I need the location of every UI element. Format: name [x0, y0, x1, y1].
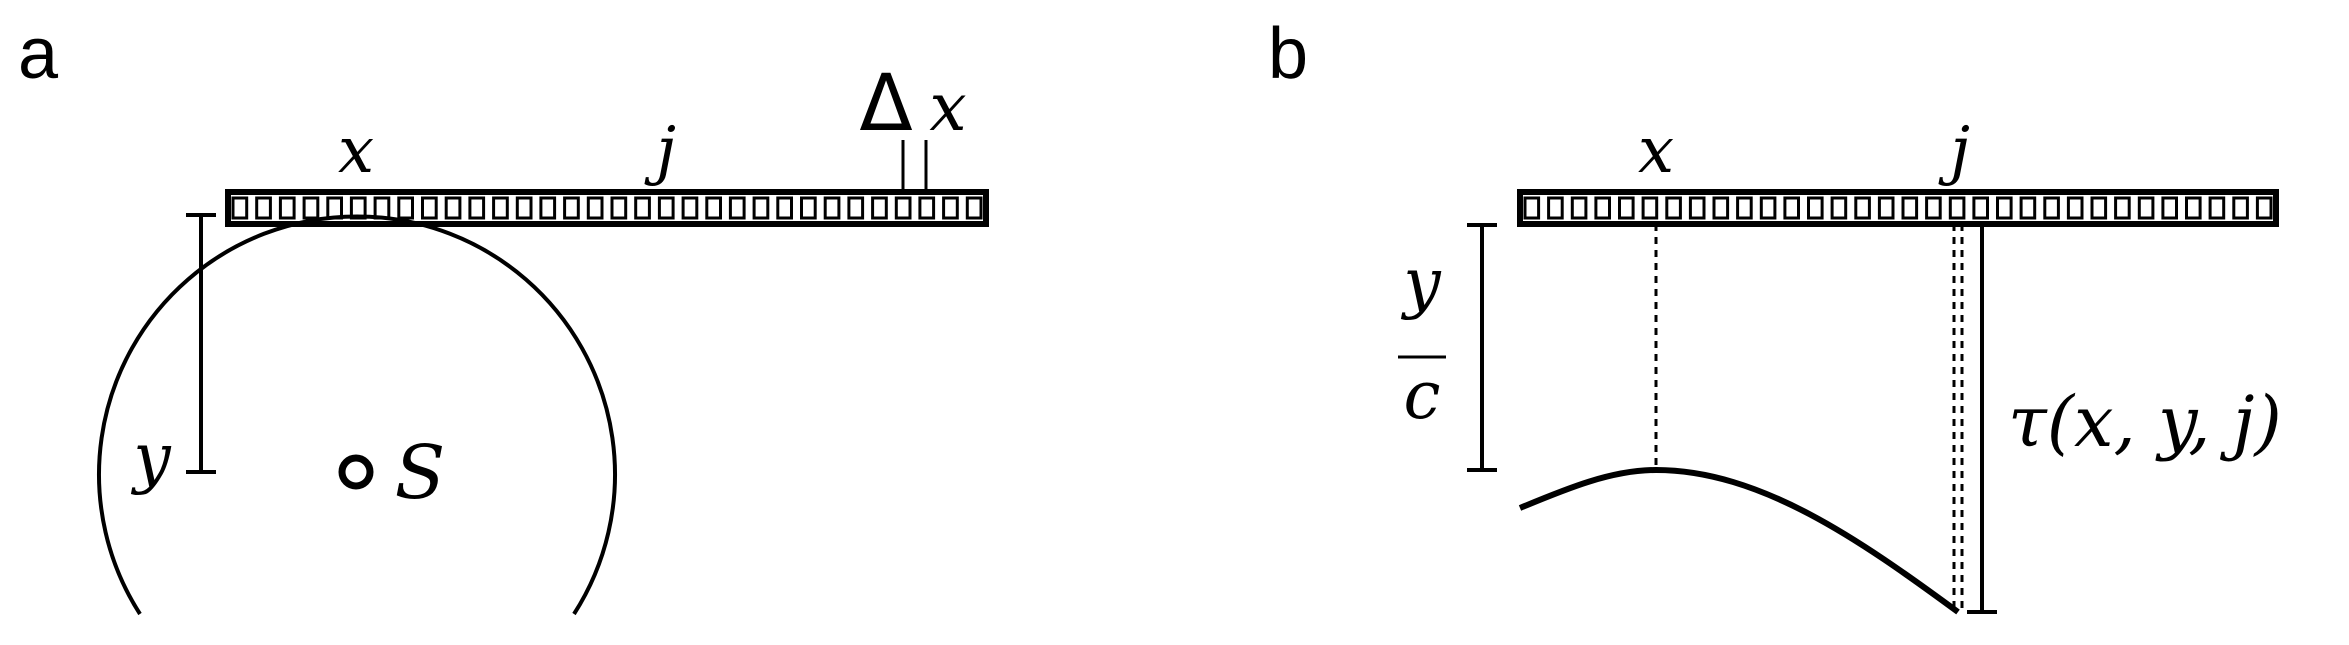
array-element: [776, 196, 793, 220]
array-element: [1854, 196, 1871, 220]
array-element: [894, 196, 912, 220]
array-element: [515, 196, 533, 220]
array-element: [2137, 196, 2155, 220]
array-element: [1972, 196, 1990, 220]
array-element: [255, 196, 272, 220]
array-element: [302, 196, 320, 220]
array-element: [421, 196, 438, 220]
array-element: [278, 196, 296, 220]
array-element: [468, 196, 486, 220]
array-element: [1736, 196, 1753, 220]
array-element: [1877, 196, 1895, 220]
array-element: [2066, 196, 2084, 220]
wavefront-arc: [97, 214, 617, 616]
array-element: [1618, 196, 1635, 220]
delta-x-indicator: Δ x: [859, 59, 967, 192]
fraction-denominator: c: [1404, 357, 1441, 434]
delta-x-variable: x: [929, 69, 966, 146]
array-element: [1783, 196, 1801, 220]
array-element: [965, 196, 983, 220]
array-element: [349, 196, 367, 220]
array-element: [586, 196, 604, 220]
array-element: [492, 196, 509, 220]
array-elements: [231, 196, 983, 220]
array-element: [1925, 196, 1942, 220]
array-element: [610, 196, 628, 220]
array-element: [2208, 196, 2226, 220]
element-x-label: x: [338, 114, 374, 188]
depth-bar-b: [1467, 223, 1497, 472]
panel-b-label: b: [1268, 14, 1308, 94]
depth-bar-a: [186, 213, 216, 474]
array-element: [1830, 196, 1848, 220]
array-element: [1948, 196, 1966, 220]
panel-a: a x j Δ x y S: [18, 14, 989, 616]
array-element: [1807, 196, 1824, 220]
array-frame: [1517, 189, 2279, 227]
array-element: [231, 196, 249, 220]
array-element: [1688, 196, 1706, 220]
element-j-label: j: [1938, 114, 1970, 188]
array-frame: [225, 189, 989, 227]
array-element: [847, 196, 865, 220]
delay-curve: [1518, 466, 1960, 615]
array-element: [2185, 196, 2202, 220]
array-element: [800, 196, 817, 220]
array-element: [444, 196, 462, 220]
array-element: [1996, 196, 2013, 220]
transducer-array-a: [225, 189, 989, 227]
depth-y-label: y: [130, 419, 171, 496]
array-element: [2043, 196, 2060, 220]
source-s-label: S: [395, 430, 446, 516]
array-element: [1570, 196, 1588, 220]
array-element: [942, 196, 959, 220]
array-element: [1641, 196, 1659, 220]
delta-symbol: Δ: [859, 59, 912, 149]
panel-b: b x j y c τ(x, y, j): [1268, 14, 2282, 615]
transducer-array-b: [1517, 189, 2279, 227]
array-element: [1594, 196, 1612, 220]
array-element: [397, 196, 414, 220]
array-element: [2255, 196, 2273, 220]
array-element: [918, 196, 936, 220]
array-element: [1523, 196, 1541, 220]
array-element: [2232, 196, 2249, 220]
fraction-y-over-c: y c: [1398, 244, 1446, 434]
array-element: [2090, 196, 2108, 220]
array-element: [326, 196, 343, 220]
tau-bar: [1967, 224, 1997, 614]
source-point: [338, 454, 374, 490]
array-elements: [1523, 196, 2273, 220]
element-x-label: x: [1638, 114, 1674, 188]
array-element: [634, 196, 651, 220]
array-element: [563, 196, 580, 220]
array-element: [871, 196, 888, 220]
array-element: [728, 196, 746, 220]
array-element: [539, 196, 557, 220]
array-element: [1712, 196, 1730, 220]
array-element: [1901, 196, 1919, 220]
panel-a-label: a: [18, 14, 59, 94]
array-element: [2019, 196, 2037, 220]
array-element: [373, 196, 391, 220]
array-element: [1759, 196, 1777, 220]
array-element: [705, 196, 722, 220]
array-element: [1665, 196, 1682, 220]
array-element: [2114, 196, 2131, 220]
element-j-label: j: [644, 114, 676, 188]
array-element: [681, 196, 699, 220]
array-element: [2161, 196, 2178, 220]
tau-label: τ(x, y, j): [2008, 381, 2282, 463]
array-element: [752, 196, 770, 220]
array-element: [657, 196, 675, 220]
array-element: [823, 196, 841, 220]
array-element: [1547, 196, 1564, 220]
fraction-numerator: y: [1400, 244, 1441, 321]
